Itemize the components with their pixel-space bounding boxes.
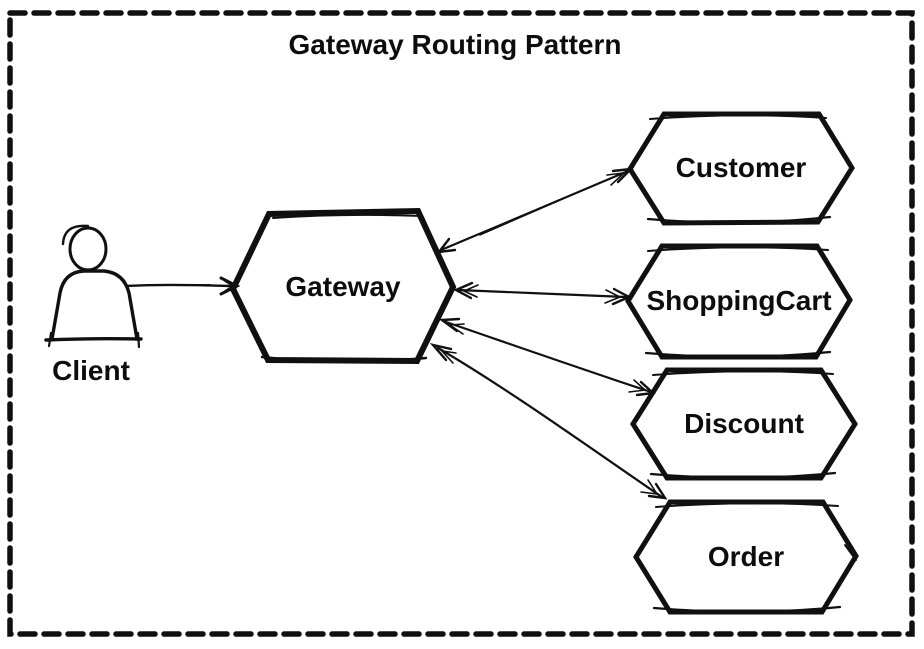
order-hexagon bbox=[633, 499, 859, 615]
edge-gateway-discount bbox=[438, 317, 656, 397]
dashed-border bbox=[7, 10, 915, 637]
client-label: Client bbox=[52, 355, 130, 386]
customer-hexagon bbox=[627, 111, 855, 226]
customer-label: Customer bbox=[675, 152, 807, 183]
edge-client-gateway bbox=[124, 276, 241, 296]
shoppingcart-label: ShoppingCart bbox=[646, 285, 832, 316]
discount-label: Discount bbox=[684, 408, 804, 439]
diagram-title: Gateway Routing Pattern bbox=[288, 29, 622, 60]
gateway-hexagon bbox=[229, 207, 457, 365]
edge-gateway-order bbox=[429, 343, 668, 500]
order-label: Order bbox=[707, 541, 785, 572]
edge-gateway-shoppingcart bbox=[453, 281, 632, 306]
edge-gateway-customer bbox=[436, 167, 635, 254]
discount-hexagon bbox=[630, 367, 858, 481]
shoppingcart-hexagon bbox=[625, 243, 853, 360]
gateway-label: Gateway bbox=[285, 271, 401, 302]
